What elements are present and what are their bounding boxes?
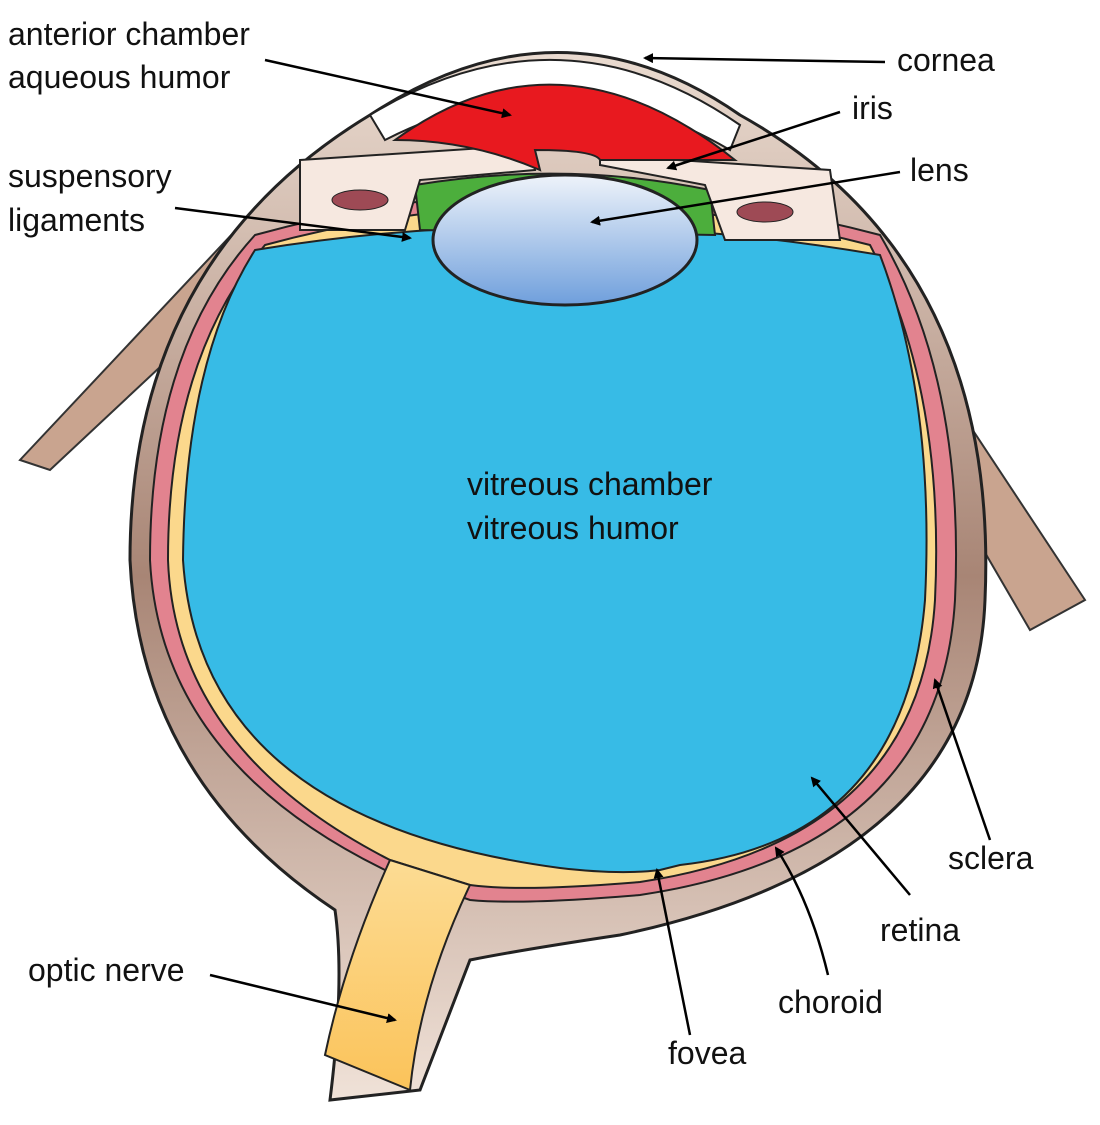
lens <box>431 173 699 307</box>
arrow-optic-nerve <box>209 973 397 1023</box>
arrow-iris <box>666 110 841 171</box>
arrow-cornea <box>643 53 886 64</box>
label-fovea: fovea <box>668 1035 747 1071</box>
optic-nerve <box>323 858 472 1092</box>
arrow-suspensory-ligaments <box>174 206 412 242</box>
arrow-lens <box>590 170 901 226</box>
label-lens: lens <box>910 152 969 188</box>
arrow-retina <box>810 776 911 896</box>
label-iris: iris <box>852 90 893 126</box>
label-vitreous-humor: vitreous humor <box>467 510 679 546</box>
label-suspensory: suspensory <box>8 158 172 194</box>
arrow-fovea <box>653 868 692 1036</box>
arrow-sclera <box>932 678 992 841</box>
label-cornea: cornea <box>897 42 995 78</box>
ciliary-muscle-left <box>331 189 389 211</box>
arrow-anterior-chamber <box>264 58 512 119</box>
label-optic-nerve: optic nerve <box>28 952 185 988</box>
label-anterior-chamber: anterior chamber <box>8 16 250 52</box>
label-aqueous-humor: aqueous humor <box>8 59 231 95</box>
ciliary-muscle-right <box>736 201 794 223</box>
label-choroid: choroid <box>778 984 883 1020</box>
arrow-choroid <box>774 846 830 976</box>
label-vitreous-chamber: vitreous chamber <box>467 466 713 502</box>
label-retina: retina <box>880 912 961 948</box>
anterior-chamber <box>391 83 738 172</box>
label-ligaments: ligaments <box>8 202 145 238</box>
label-sclera: sclera <box>948 840 1034 876</box>
